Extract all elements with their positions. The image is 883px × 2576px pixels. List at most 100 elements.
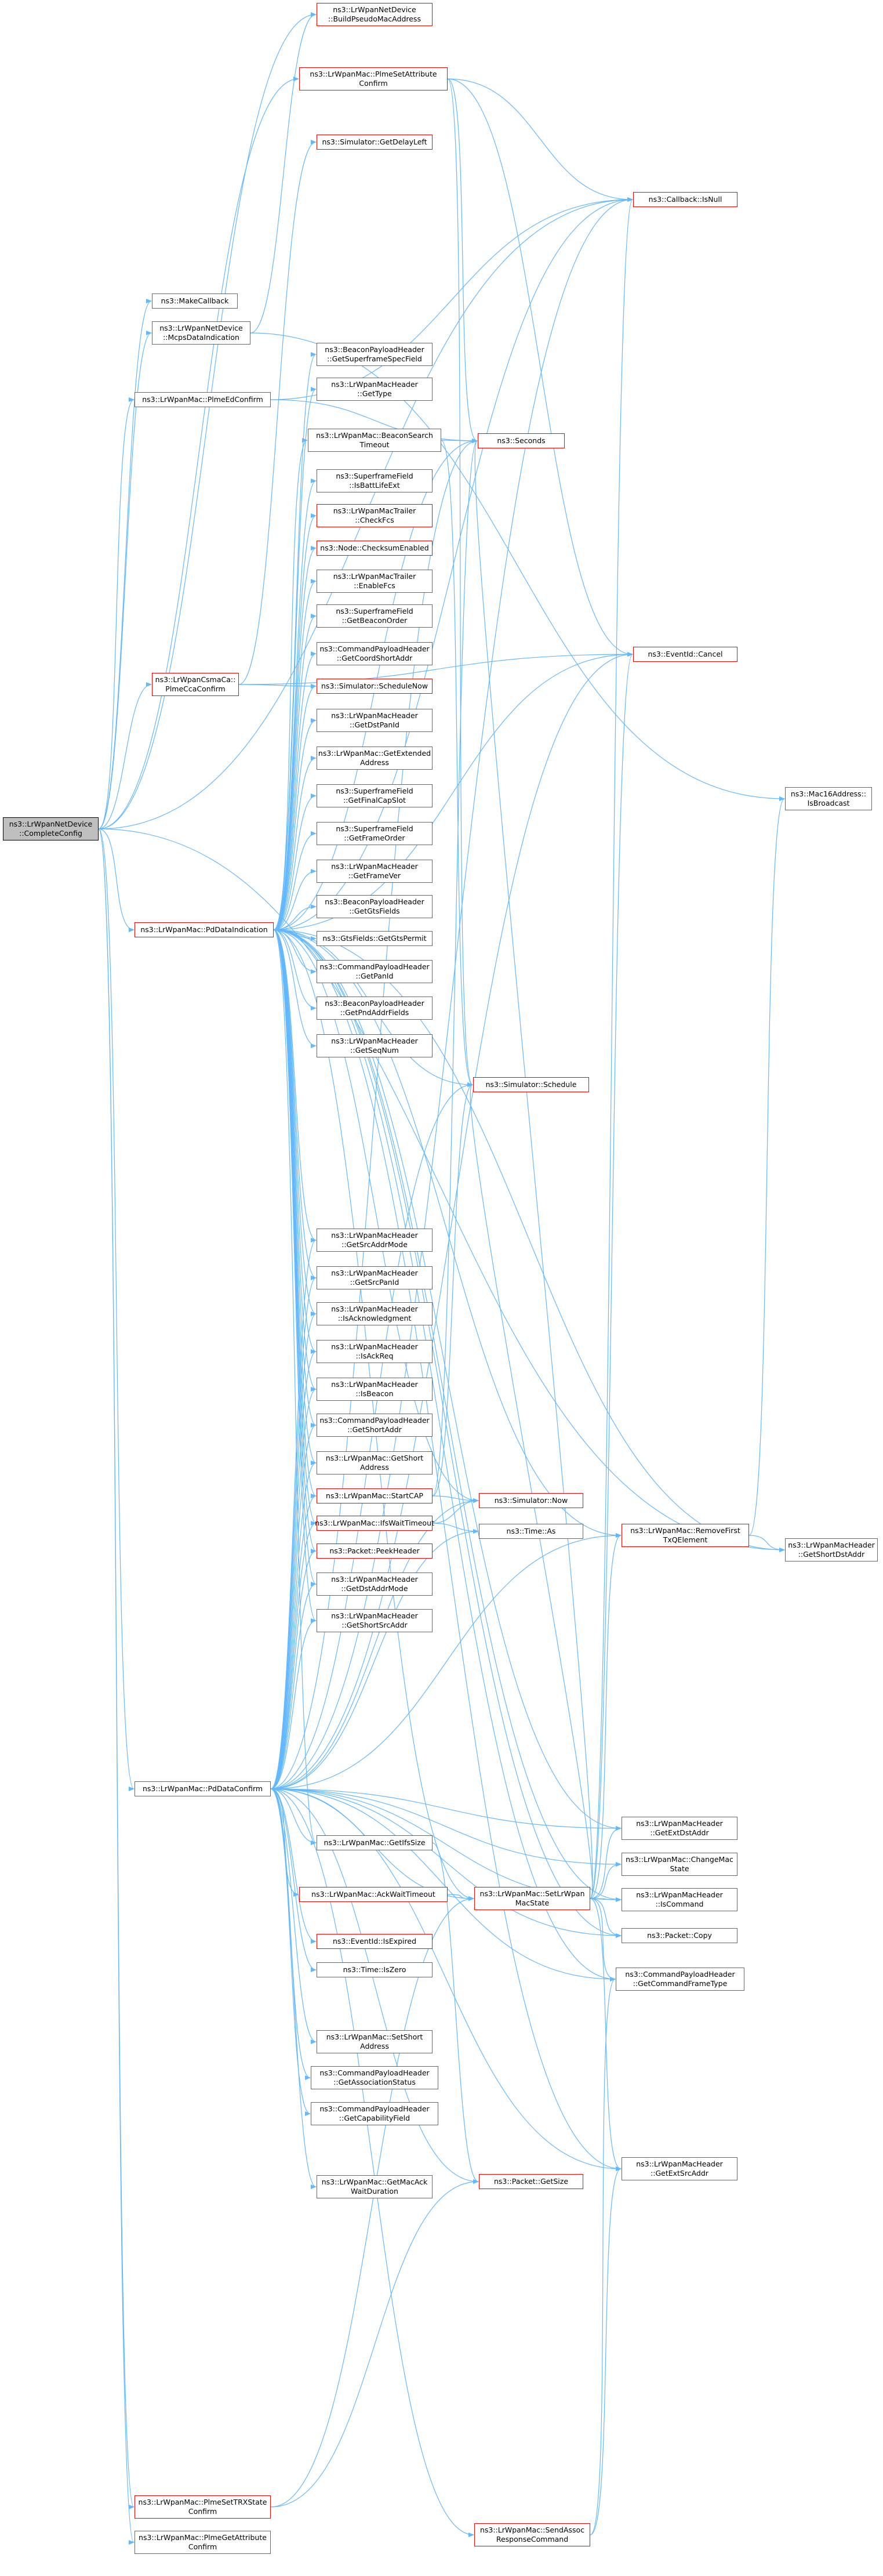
node-callback-is-null[interactable]: ns3::Callback::IsNull [633,192,737,207]
call-edge-n_pddataconfirm-n_simschedule [270,1082,473,1789]
node-enable-fcs[interactable]: ns3::LrWpanMacTrailer::EnableFcs [317,570,433,593]
node-plme-ed-confirm[interactable]: ns3::LrWpanMac::PlmeEdConfirm [135,392,271,407]
call-edge-root-n_plmesetattr [98,77,299,829]
node-get-ext-src-addr[interactable]: ns3::LrWpanMacHeader::GetExtSrcAddr [622,2157,737,2180]
call-edge-n_ackwaittimeout-n_setlrwpanmacstate [447,1894,474,1901]
node-build-pseudo-mac-address[interactable]: ns3::LrWpanNetDevice::BuildPseudoMacAddr… [317,3,433,26]
node-start-cap[interactable]: ns3::LrWpanMac::StartCAP [317,1488,433,1503]
node-is-ack-req[interactable]: ns3::LrWpanMacHeader::IsAckReq [317,1340,433,1363]
call-edge-root-n_plmegetattr [98,828,135,2545]
call-edge-n_setlrwpanmacstate-n_getcommandframetype [590,1898,616,1981]
call-edge-n_pddataindication-n_getshortaddr_cmd [273,929,317,1428]
node-event-id-is-expired[interactable]: ns3::EventId::IsExpired [317,1934,433,1949]
node-get-delay-left[interactable]: ns3::Simulator::GetDelayLeft [317,135,433,150]
call-edge-n_pddataindication-n_getsrcpanid [273,929,317,1280]
call-edge-n_plmesetattr-n_eventidcancel [447,78,633,657]
node-get-command-frame-type[interactable]: ns3::CommandPayloadHeader::GetCommandFra… [616,1968,744,1991]
call-edge-n_pddataconfirm-n_seconds [270,439,478,1789]
node-schedule-now[interactable]: ns3::Simulator::ScheduleNow [317,679,433,694]
node-checksum-enabled[interactable]: ns3::Node::ChecksumEnabled [317,541,433,556]
call-edge-n_plmesettrxstate-n_packetgetsize [270,2179,479,2508]
node-simulator-schedule[interactable]: ns3::Simulator::Schedule [473,1077,589,1092]
node-get-dst-pan-id[interactable]: ns3::LrWpanMacHeader::GetDstPanId [317,709,433,732]
node-event-id-cancel[interactable]: ns3::EventId::Cancel [633,647,737,662]
call-edge-n_pddataconfirm-n_sendassocresponse [270,1788,474,2537]
node-get-capability-field[interactable]: ns3::CommandPayloadHeader::GetCapability… [311,2102,438,2125]
node-packet-get-size[interactable]: ns3::Packet::GetSize [479,2174,583,2189]
node-mac-header-get-type[interactable]: ns3::LrWpanMacHeader::GetType [317,378,433,401]
call-edge-n_pddataindication-n_getextendedaddress [273,756,317,930]
node-is-batt-life-ext[interactable]: ns3::SuperframeField::IsBattLifeExt [317,469,433,492]
call-edge-n_pddataindication-n_getpndaddrfields [273,929,317,1010]
call-edge-n_pddataconfirm-n_packetgetsize [270,1788,479,2184]
node-ifs-wait-timeout[interactable]: ns3::LrWpanMac::IfsWaitTimeout [315,1516,434,1531]
node-get-final-cap-slot[interactable]: ns3::SuperframeField::GetFinalCapSlot [317,784,433,807]
node-get-ifs-size[interactable]: ns3::LrWpanMac::GetIfsSize [317,1835,433,1850]
node-is-command[interactable]: ns3::LrWpanMacHeader::IsCommand [622,1888,737,1911]
node-get-beacon-order[interactable]: ns3::SuperframeField::GetBeaconOrder [317,604,433,628]
node-cmd-get-short-addr[interactable]: ns3::CommandPayloadHeader::GetShortAddr [317,1414,433,1437]
node-get-gts-fields[interactable]: ns3::BeaconPayloadHeader::GetGtsFields [317,895,433,918]
call-edge-n_pddataconfirm-n_eventidisexpired [270,1788,317,1944]
node-make-callback[interactable]: ns3::MakeCallback [152,294,238,309]
call-edge-n_pddataconfirm-n_getcapabilityfield [270,1788,311,2116]
call-edge-root-n_plmeccaconfirm [98,682,152,829]
node-check-fcs[interactable]: ns3::LrWpanMacTrailer::CheckFcs [317,504,433,527]
node-get-seq-num[interactable]: ns3::LrWpanMacHeader::GetSeqNum [317,1034,433,1057]
node-get-ext-dst-addr[interactable]: ns3::LrWpanMacHeader::GetExtDstAddr [622,1817,737,1840]
node-get-short-dst-addr[interactable]: ns3::LrWpanMacHeader::GetShortDstAddr [785,1538,878,1561]
node-packet-copy[interactable]: ns3::Packet::Copy [622,1928,737,1943]
node-get-pan-id[interactable]: ns3::CommandPayloadHeader::GetPanId [317,960,433,983]
call-edge-n_startcap-n_simschedule [432,1082,473,1497]
call-edge-n_pddataindication-n_getframever [273,869,317,930]
call-edge-n_pddataconfirm-n_isbeacon [270,1387,317,1789]
node-get-dst-addr-mode[interactable]: ns3::LrWpanMacHeader::GetDstAddrMode [317,1573,433,1596]
node-pd-data-indication[interactable]: ns3::LrWpanMac::PdDataIndication [135,922,274,937]
node-seconds[interactable]: ns3::Seconds [478,433,565,448]
call-edge-n_pddataindication-n_getdstpanid [273,718,317,930]
node-is-beacon[interactable]: ns3::LrWpanMacHeader::IsBeacon [317,1378,433,1401]
call-edge-n_pddataconfirm-n_startcap [270,1494,317,1789]
node-time-is-zero[interactable]: ns3::Time::IsZero [317,1962,433,1977]
call-edge-n_pddataconfirm-n_isacknowledgment [270,1311,317,1789]
call-edge-n_pddataconfirm-n_getextdstaddr [270,1788,622,1831]
node-time-as[interactable]: ns3::Time::As [479,1524,583,1539]
node-get-association-status[interactable]: ns3::CommandPayloadHeader::GetAssociatio… [311,2066,438,2089]
node-is-acknowledgment[interactable]: ns3::LrWpanMacHeader::IsAcknowledgment [317,1302,433,1325]
node-mac16-is-broadcast[interactable]: ns3::Mac16Address::IsBroadcast [785,787,872,810]
call-edge-n_pddataconfirm-n_getmacackwaitduration [270,1788,317,2189]
node-get-pnd-addr-fields[interactable]: ns3::BeaconPayloadHeader::GetPndAddrFiel… [317,997,433,1020]
node-get-coord-short-addr[interactable]: ns3::CommandPayloadHeader::GetCoordShort… [317,642,433,665]
node-pd-data-confirm[interactable]: ns3::LrWpanMac::PdDataConfirm [135,1781,271,1796]
node-simulator-now[interactable]: ns3::Simulator::Now [479,1493,583,1508]
node-ack-wait-timeout[interactable]: ns3::LrWpanMac::AckWaitTimeout [299,1887,448,1902]
node-complete-config[interactable]: ns3::LrWpanNetDevice::CompleteConfig [3,817,99,840]
node-get-frame-ver[interactable]: ns3::LrWpanMacHeader::GetFrameVer [317,860,433,883]
node-mcps-data-indication[interactable]: ns3::LrWpanNetDevice::McpsDataIndication [152,321,250,345]
node-plme-cca-confirm[interactable]: ns3::LrWpanCsmaCa::PlmeCcaConfirm [152,673,239,696]
call-edge-n_sendassocresponse-n_getcommandframetype [590,1977,616,2535]
call-edge-n_pddataindication-n_checksumenabled [273,546,317,930]
node-get-src-pan-id[interactable]: ns3::LrWpanMacHeader::GetSrcPanId [317,1266,433,1289]
call-edge-n_pddataconfirm-n_timeas [270,1529,479,1789]
node-get-frame-order[interactable]: ns3::SuperframeField::GetFrameOrder [317,822,433,845]
node-get-gts-permit[interactable]: ns3::GtsFields::GetGtsPermit [317,931,433,946]
node-get-short-src-addr[interactable]: ns3::LrWpanMacHeader::GetShortSrcAddr [317,1609,433,1632]
node-peek-header[interactable]: ns3::Packet::PeekHeader [317,1544,433,1559]
node-get-src-addr-mode[interactable]: ns3::LrWpanMacHeader::GetSrcAddrMode [317,1229,433,1252]
call-edge-n_pddataindication-n_getsrcaddrmode [273,929,317,1242]
node-beacon-payload-superframe[interactable]: ns3::BeaconPayloadHeader::GetSuperframeS… [317,343,433,366]
call-edge-n_pddataconfirm-n_peekheader [270,1549,317,1789]
